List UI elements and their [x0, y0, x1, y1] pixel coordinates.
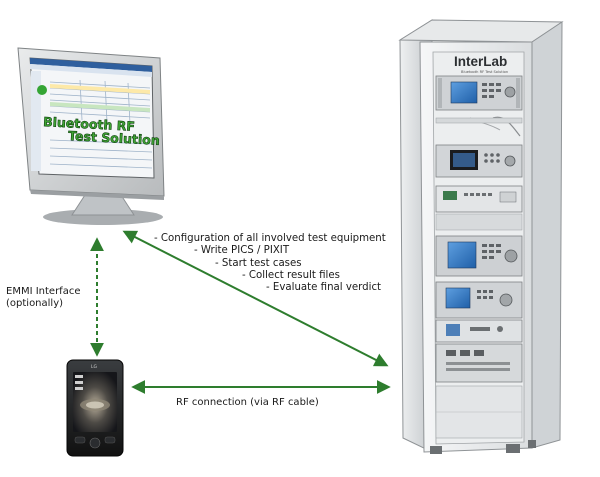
rack-instrument-2: [435, 144, 523, 178]
screen-title-line1: Bluetooth RF: [43, 114, 135, 134]
control-step: - Write PICS / PIXIT: [194, 245, 290, 257]
emmi-label-line1: EMMI Interface: [6, 286, 81, 297]
emmi-label-line2: (optionally): [6, 298, 64, 309]
rf-connection-label: RF connection (via RF cable): [176, 397, 319, 408]
rack-brand-subtitle: Bluetooth RF Test Solution: [461, 70, 508, 74]
emmi-interface-label: EMMI Interface (optionally): [6, 286, 80, 310]
phone-brand: LG: [91, 364, 98, 370]
control-step: - Configuration of all involved test equ…: [154, 233, 386, 244]
phone-buttons: [74, 436, 116, 449]
rack-instrument-7: [435, 343, 523, 383]
rack-instrument-5: [435, 281, 523, 319]
monitor-screen-content: [30, 58, 153, 171]
control-step: - Collect result files: [242, 269, 340, 281]
control-steps-list: - Configuration of all involved test equ…: [154, 233, 386, 294]
control-link-arrow: [122, 230, 389, 367]
rack-instrument-3: [435, 185, 523, 231]
rack-instrument-1: [435, 75, 523, 111]
control-step: - Evaluate final verdict: [266, 282, 382, 294]
test-rack: InterLab Bluetooth RF Test Solution: [398, 19, 564, 454]
control-step: - Start test cases: [215, 257, 302, 269]
rack-instrument-4: [435, 235, 523, 277]
rack-instrument-6: [435, 319, 523, 343]
rack-brand: InterLab: [454, 54, 507, 69]
screen-title-line2: Test Solution: [68, 128, 160, 148]
computer-monitor: Bluetooth RF Test Solution: [17, 47, 165, 225]
mobile-phone: LG: [66, 359, 124, 457]
